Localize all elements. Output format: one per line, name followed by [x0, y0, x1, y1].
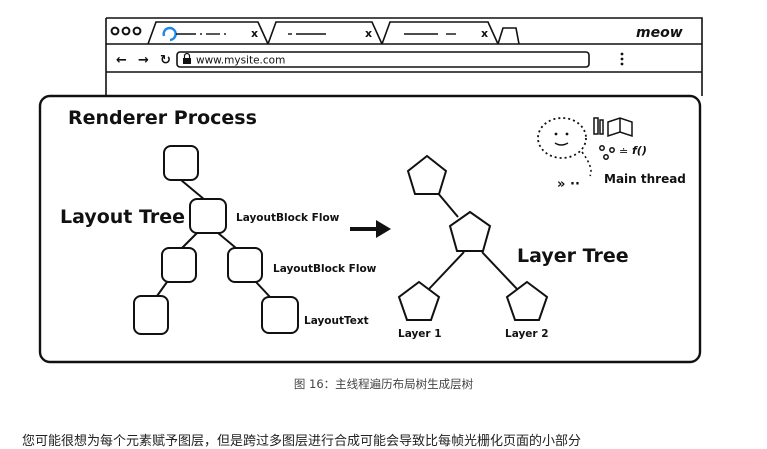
back-arrow-icon[interactable]: ← — [116, 53, 127, 68]
function-label: ≐ — [619, 145, 628, 158]
forward-arrow-icon[interactable]: → — [138, 53, 149, 68]
transform-arrow-icon — [350, 220, 391, 238]
layer-1-node — [397, 280, 441, 321]
close-window-icon[interactable] — [110, 26, 120, 36]
renderer-process-title: Renderer Process — [68, 107, 257, 129]
layout-block-flow-node-2 — [227, 247, 263, 283]
menu-kebab-icon[interactable] — [620, 52, 624, 66]
body-paragraph: 您可能很想为每个元素赋予图层，但是跨过多图层进行合成可能会导致比每帧光栅化页面的… — [22, 434, 582, 449]
layer-tree-middle-node — [448, 210, 492, 252]
layout-block-flow-node-1 — [189, 198, 227, 234]
lock-icon — [183, 52, 191, 64]
function-symbol: f() — [632, 144, 647, 157]
main-thread-arrow-icon: » — [557, 177, 565, 192]
layer-2-node — [505, 280, 549, 321]
browser-window — [105, 17, 703, 96]
layout-text-label: LayoutText — [304, 315, 369, 327]
layout-tree-edges — [156, 179, 271, 298]
tab-3-close-icon[interactable]: x — [481, 27, 488, 40]
tab-1-close-icon[interactable]: x — [251, 27, 258, 40]
layer-2-label: Layer 2 — [505, 328, 549, 340]
figure-caption: 图 16：主线程遍历布局树生成层树 — [293, 377, 474, 391]
address-bar[interactable] — [176, 51, 590, 68]
tab-2-close-icon[interactable]: x — [365, 27, 372, 40]
loading-spinner-icon — [162, 26, 177, 42]
layer-tree-edges — [428, 191, 518, 290]
layout-block-flow-label-1: LayoutBlock Flow — [236, 212, 340, 224]
address-url: www.mysite.com — [196, 55, 285, 67]
window-controls[interactable] — [110, 26, 142, 36]
maximize-window-icon[interactable] — [132, 26, 142, 36]
layout-block-flow-label-2: LayoutBlock Flow — [273, 263, 377, 275]
tools-book-icon — [593, 117, 633, 160]
new-tab-button[interactable] — [497, 27, 520, 45]
main-thread-label: Main thread — [604, 172, 686, 186]
minimize-window-icon[interactable] — [121, 26, 131, 36]
main-thread-icon — [537, 117, 592, 177]
layout-text-node — [261, 296, 299, 334]
tab-3[interactable] — [381, 21, 499, 45]
layer-tree-label: Layer Tree — [517, 245, 629, 267]
layer-1-label: Layer 1 — [398, 328, 442, 340]
layout-tree-label: Layout Tree — [60, 206, 185, 228]
tab-1[interactable] — [147, 21, 269, 45]
layout-tree-node-left — [161, 247, 197, 283]
layer-tree-root-node — [406, 154, 448, 195]
tab-2[interactable] — [267, 21, 383, 45]
reload-icon[interactable]: ↻ — [160, 53, 171, 68]
app-name: meow — [636, 25, 683, 41]
layout-tree-leaf-node — [133, 295, 169, 335]
main-thread-dots-icon: ·· — [570, 177, 580, 192]
layout-tree-root-node — [163, 145, 199, 181]
